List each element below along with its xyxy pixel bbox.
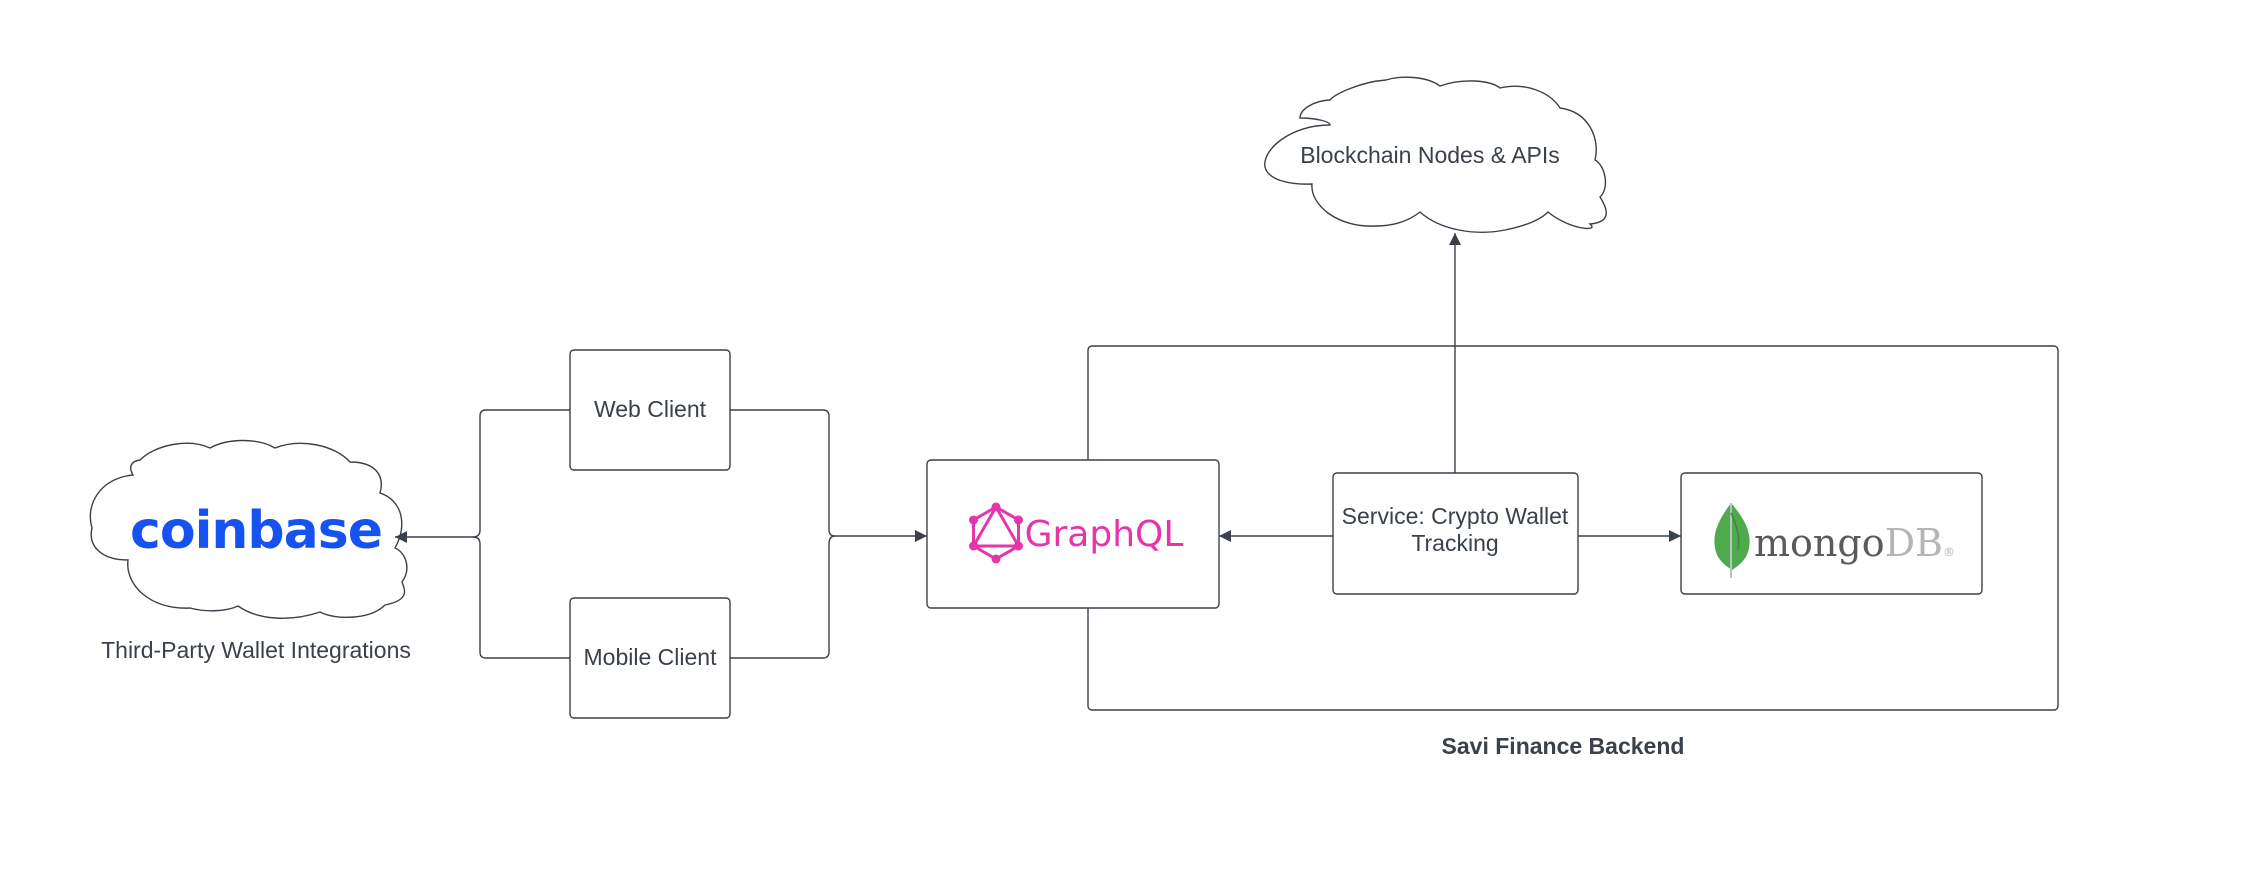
blockchain-nodes-cloud[interactable]: Blockchain Nodes & APIs: [1264, 76, 1607, 233]
web-client-node[interactable]: Web Client: [569, 349, 731, 471]
graphql-icon: [969, 502, 1023, 564]
crypto-wallet-service-node[interactable]: Service: Crypto Wallet Tracking: [1332, 472, 1579, 595]
graphql-wordmark: GraphQL: [1025, 514, 1184, 555]
web-client-label: Web Client: [594, 396, 707, 422]
edge-mobile-client-to-bracket: [479, 544, 570, 659]
edge-bracket-join: [472, 536, 481, 545]
blockchain-nodes-label: Blockchain Nodes & APIs: [1300, 142, 1560, 168]
edge-graphql-bracket-join: [828, 535, 836, 545]
mongodb-leaf-icon: [1714, 503, 1750, 578]
mongodb-wordmark-db: DB: [1885, 521, 1943, 565]
crypto-wallet-service-label-line2: Tracking: [1411, 530, 1498, 556]
graphql-node[interactable]: GraphQL: [926, 459, 1220, 609]
edge-web-client-to-graphql-bracket: [730, 409, 830, 530]
mobile-client-label: Mobile Client: [584, 644, 718, 670]
edge-bracket-to-graphql: [828, 529, 927, 542]
edge-web-client-to-bracket: [479, 409, 570, 530]
mongodb-trademark: ®: [1943, 545, 1955, 559]
mongodb-wordmark-mongo: mongo: [1754, 521, 1885, 565]
mongodb-node[interactable]: mongoDB®: [1680, 472, 1983, 595]
mobile-client-node[interactable]: Mobile Client: [569, 597, 731, 719]
mongodb-wordmark: mongoDB®: [1754, 521, 1955, 565]
coinbase-cloud[interactable]: coinbase: [89, 439, 408, 619]
coinbase-caption: Third-Party Wallet Integrations: [101, 637, 411, 663]
crypto-wallet-service-label-line1: Service: Crypto Wallet: [1342, 503, 1569, 529]
edge-bracket-to-coinbase: [395, 529, 481, 543]
coinbase-logo: coinbase: [130, 501, 382, 561]
edge-mobile-client-to-graphql-bracket: [730, 544, 830, 659]
backend-group-caption: Savi Finance Backend: [1442, 733, 1685, 759]
